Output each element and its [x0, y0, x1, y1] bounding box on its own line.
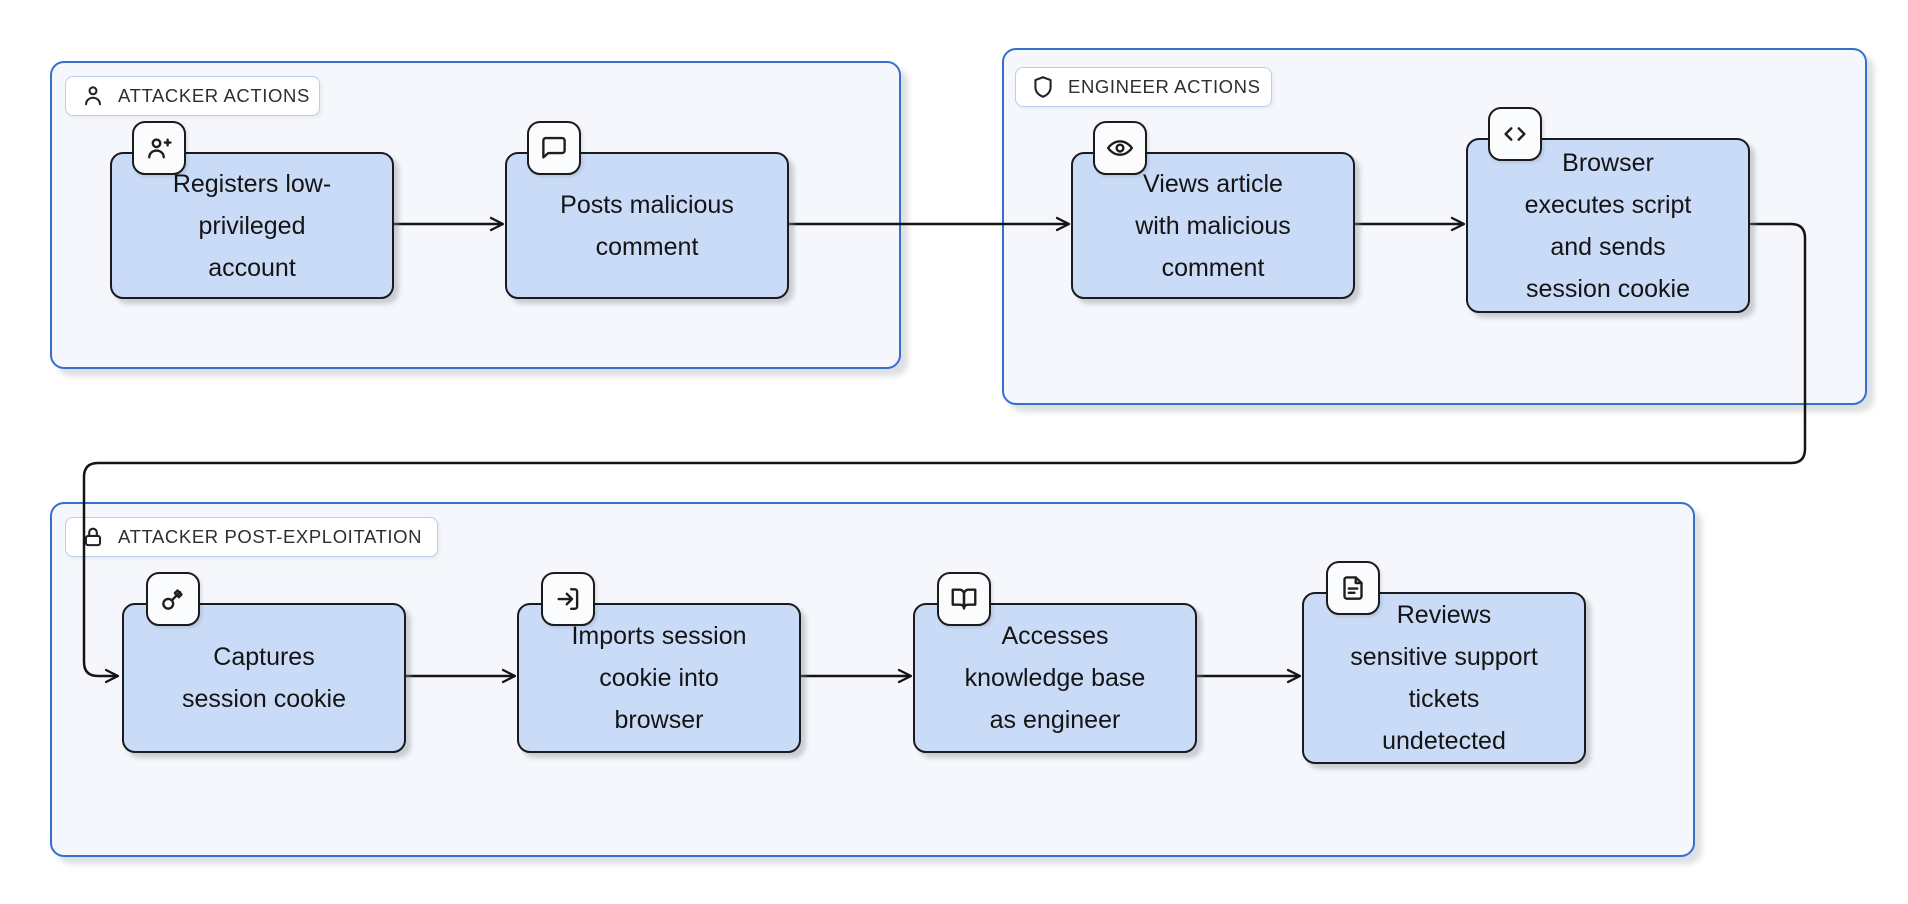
group-label-text: ENGINEER ACTIONS — [1068, 76, 1261, 97]
node-label: Browser executes script and sends sessio… — [1524, 148, 1692, 303]
code-icon — [1488, 107, 1542, 161]
shield-icon — [1030, 74, 1056, 100]
node-label: Registers low- privileged account — [172, 169, 332, 282]
book-icon — [937, 572, 991, 626]
group-label-text: ATTACKER ACTIONS — [118, 85, 310, 106]
group-label-attacker-actions: ATTACKER ACTIONS — [65, 76, 320, 116]
person-icon — [80, 83, 106, 109]
node-label: Accesses knowledge base as engineer — [964, 622, 1146, 734]
document-icon — [1326, 561, 1380, 615]
node-label: Posts malicious comment — [560, 190, 734, 261]
eye-icon — [1093, 121, 1147, 175]
import-icon — [541, 572, 595, 626]
comment-icon — [527, 121, 581, 175]
node-label: Captures session cookie — [182, 643, 346, 713]
node-label: Reviews sensitive support tickets undete… — [1350, 601, 1538, 755]
node-reviews-tickets: Reviews sensitive support tickets undete… — [1302, 592, 1586, 764]
group-label-engineer-actions: ENGINEER ACTIONS — [1015, 67, 1272, 107]
user-plus-icon — [132, 121, 186, 175]
key-icon — [146, 572, 200, 626]
node-browser-executes: Browser executes script and sends sessio… — [1466, 138, 1750, 313]
node-label: Views article with malicious comment — [1135, 169, 1291, 282]
node-label: Imports session cookie into browser — [571, 622, 747, 734]
